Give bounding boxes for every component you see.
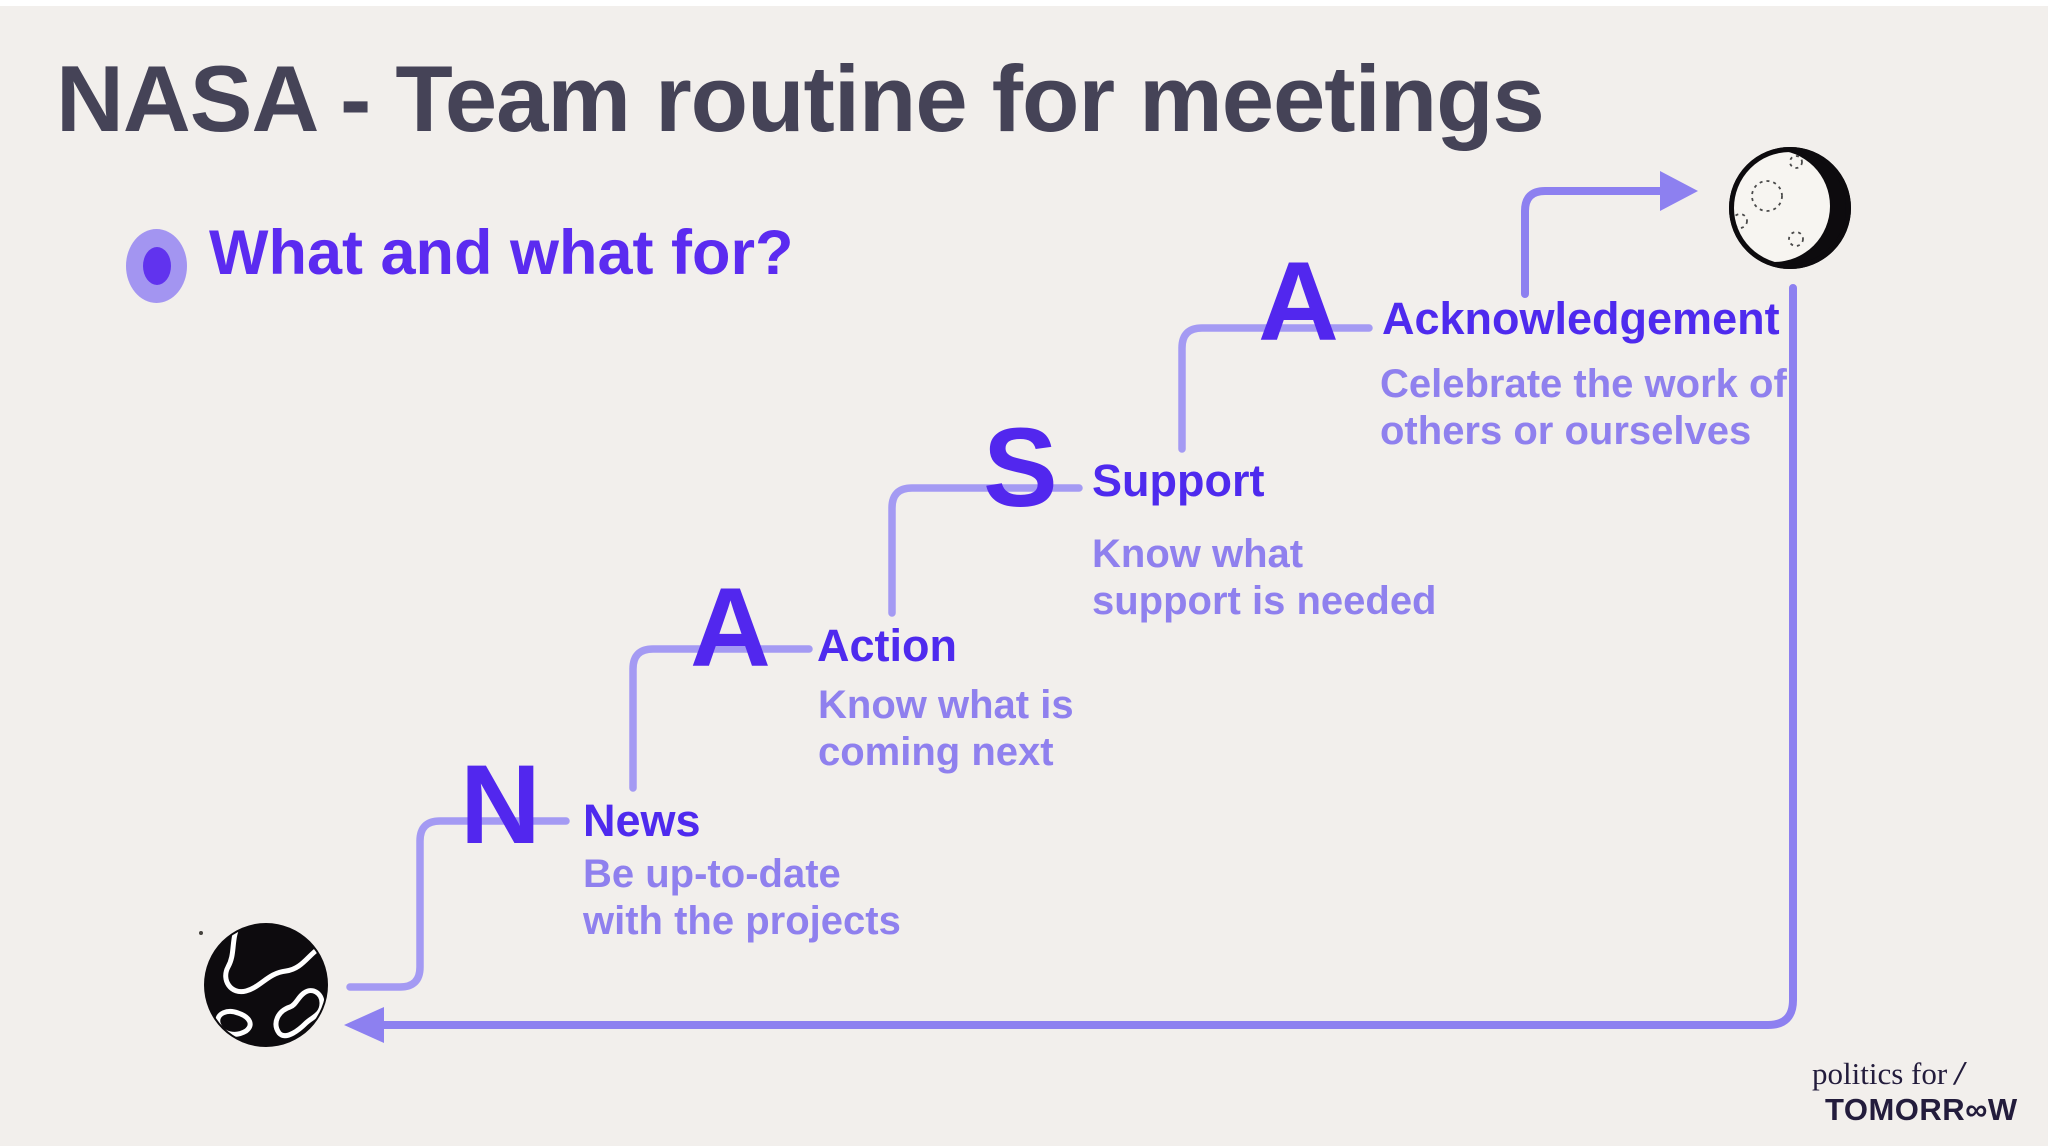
moon-crater-large [1751,180,1783,212]
connector-earth-to-news [346,817,570,991]
politics-for-tomorrow-logo: politics for / TOMORR∞W [1812,1056,2018,1125]
arrow-left-icon [344,284,1797,1043]
step-desc-support: Know what support is needed [1092,531,1437,625]
step-letter-news: N [460,742,541,867]
page-title: NASA - Team routine for meetings [56,46,1545,151]
moon-icon [1729,147,1851,269]
infinity-icon: ∞ [1965,1091,1988,1127]
connector-support-to-acknowledgement [1178,324,1373,453]
step-label-acknowledgement: Acknowledgement [1382,293,1780,344]
step-desc-acknowledgement: Celebrate the work of others or ourselve… [1380,361,1787,455]
step-letter-action: A [690,565,771,690]
connector-news-to-action [629,645,813,792]
step-desc-support-line2: support is needed [1092,579,1437,623]
step-letter-acknowledgement: A [1258,239,1339,364]
step-desc-news-line2: with the projects [583,899,901,943]
step-label-action: Action [817,620,957,671]
step-label-news: News [583,795,701,846]
step-desc-news: Be up-to-date with the projects [583,851,901,945]
connector-action-to-support [888,484,1083,617]
logo-line2: TOMORR∞W [1825,1091,2018,1127]
step-desc-acknowledgement-line2: others or ourselves [1380,409,1752,453]
step-connectors [346,324,1373,991]
bullet-dot-icon [126,229,187,303]
speck-dot [199,931,203,935]
arrow-right-icon [1521,171,1698,298]
moon-crater-small-bottom [1788,231,1804,247]
step-desc-action-line2: coming next [818,730,1054,774]
moon-crater-small-top [1789,155,1803,169]
step-desc-news-line1: Be up-to-date [583,852,841,896]
section-subtitle: What and what for? [209,218,794,288]
logo-slash: / [1954,1055,1965,1092]
step-desc-acknowledgement-line1: Celebrate the work of [1380,362,1787,406]
step-label-support: Support [1092,455,1265,506]
logo-line1: politics for / [1812,1055,1965,1092]
bullet-dot-inner [143,247,171,285]
step-desc-support-line1: Know what [1092,532,1304,576]
step-desc-action: Know what is coming next [818,682,1074,776]
top-white-strip [0,0,2048,6]
earth-icon [204,923,328,1047]
step-desc-action-line1: Know what is [818,683,1074,727]
step-letter-support: S [983,405,1058,530]
